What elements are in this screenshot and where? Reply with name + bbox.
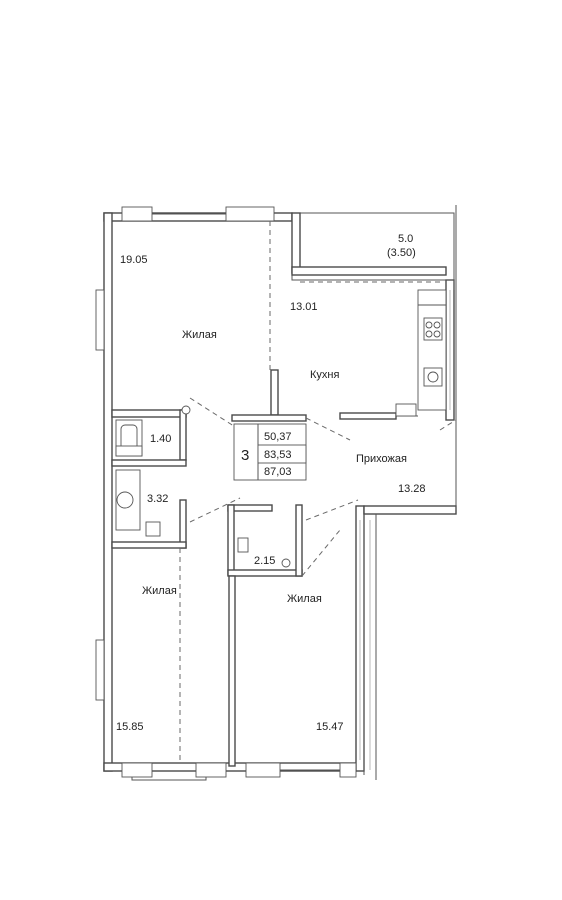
living-bl-name: Жилая [142,585,177,597]
total-area-balcony-label: 87,03 [264,466,292,478]
wall-hatching [359,290,451,770]
hall-area: 13.28 [398,483,426,495]
living-bl-area: 15.85 [116,721,144,733]
balcony-area-reduced: (3.50) [387,247,416,259]
balcony-area: 5.0 [398,233,413,245]
kitchen-counter [395,289,447,417]
bath-large-area: 3.32 [147,493,168,505]
living-top-area: 19.05 [120,254,148,266]
closet-area: 2.15 [254,555,275,567]
room-boundaries [179,221,457,763]
hall-name: Прихожая [356,453,407,465]
living-area-label: 50,37 [264,431,292,443]
kitchen-name: Кухня [310,369,339,381]
interior-walls [111,369,418,767]
bath-small-area: 1.40 [150,433,171,445]
kitchen-area: 13.01 [290,301,318,313]
living-br-area: 15.47 [316,721,344,733]
rooms-count-label: 3 [241,447,249,464]
total-area-label: 83,53 [264,449,292,461]
room-labels: 19.05 Жилая 5.0 (3.50) 13.01 Кухня 1.40 … [116,233,426,733]
apartment-summary-box: 3 50,37 83,53 87,03 [233,423,307,481]
bathroom-fixtures [115,405,291,568]
windows [95,206,357,781]
living-top-name: Жилая [182,329,217,341]
living-br-name: Жилая [287,593,322,605]
